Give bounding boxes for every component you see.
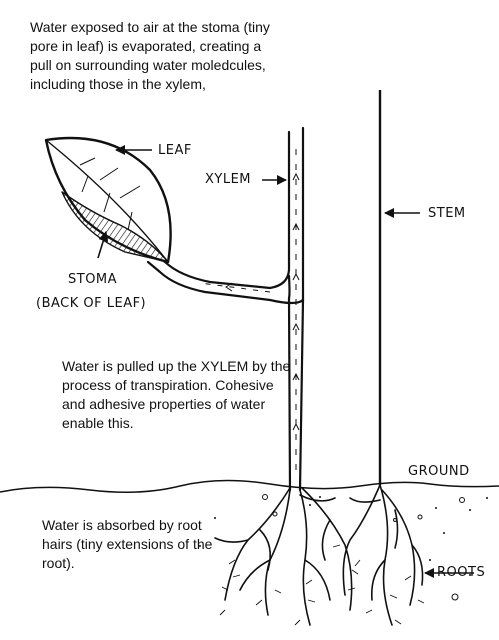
label-stoma-detail: (BACK OF LEAF)	[36, 296, 147, 311]
label-ground: GROUND	[408, 464, 470, 479]
note-top: Water exposed to air at the stoma (tiny …	[30, 19, 270, 92]
roots	[214, 484, 424, 626]
label-arrows	[97, 145, 474, 578]
label-roots: ROOTS	[437, 565, 486, 580]
note-middle: Water is pulled up the XYLEM by the proc…	[62, 358, 291, 431]
label-xylem: XYLEM	[205, 172, 252, 187]
soil-specks	[262, 494, 465, 601]
note-bottom: Water is absorbed by root hairs (tiny ex…	[42, 517, 213, 571]
root-hairs	[219, 544, 425, 626]
label-stem: STEM	[428, 206, 466, 221]
ground-line	[0, 479, 499, 493]
label-leaf: LEAF	[158, 143, 192, 158]
xylem-flow-arrows	[199, 140, 300, 470]
leaf-shape	[44, 136, 172, 264]
label-stoma: STOMA	[68, 272, 118, 287]
xylem-stem	[146, 126, 305, 492]
